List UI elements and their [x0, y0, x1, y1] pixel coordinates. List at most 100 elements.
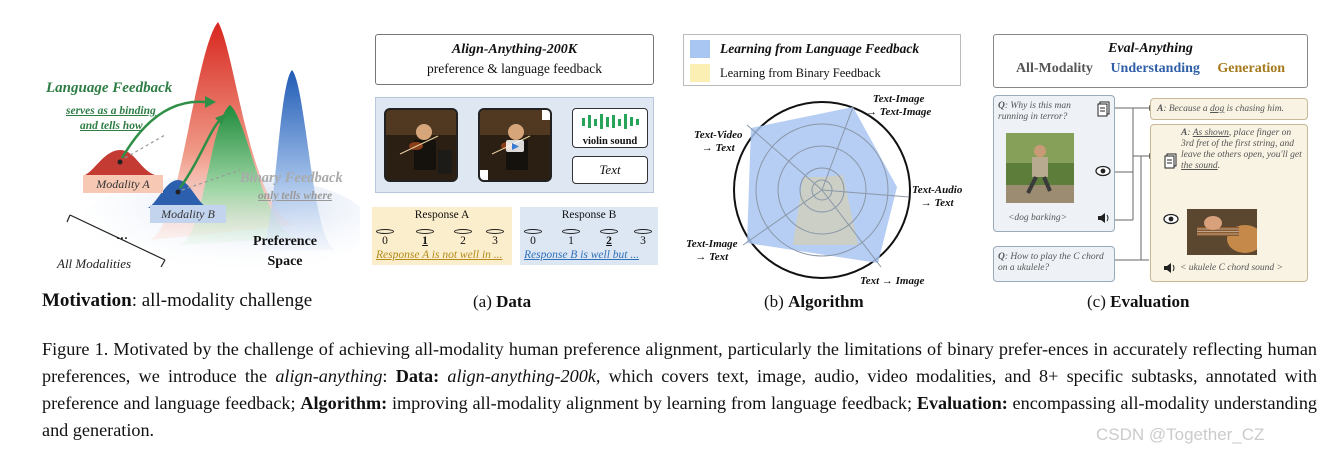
a1-post: is chasing him. — [1224, 104, 1284, 114]
modality-b-tag: Modality B — [150, 205, 226, 223]
scale-3: 3 — [492, 235, 498, 247]
caption-data-label: Data: — [395, 366, 440, 386]
document-icon — [1164, 153, 1177, 169]
legend-language-feedback: Learning from Language Feedback — [720, 41, 920, 56]
dataset-title: Align-Anything-200K — [451, 42, 578, 57]
all-modality-label: All-Modality — [1015, 61, 1093, 76]
pref-line-1: Preference — [253, 234, 317, 249]
response-b-card: Response B 0 1 2 3 Response B is well bu… — [520, 207, 658, 265]
scale-0: 0 — [530, 235, 536, 247]
caption-part: : — [382, 366, 396, 386]
eval-title: Eval-Anything — [1108, 41, 1193, 56]
language-feedback-description: serves as a binding and tells how — [66, 104, 156, 134]
answer-1-card: A: Because a dog is chasing him. — [1150, 98, 1308, 120]
eval-anything-title-box: Eval-Anything All-Modality Understanding… — [993, 34, 1308, 88]
response-a-card: Response A 0 1 2 3 Response A is not wel… — [372, 207, 512, 265]
axis-line: Text-Video — [694, 129, 743, 141]
response-a-text: Response A is not well in ... — [376, 249, 503, 261]
caption-evaluation-label: Evaluation: — [916, 393, 1008, 413]
question-1-card: Q: Why is this man running in terror? <d… — [993, 95, 1115, 232]
data-caption: (a) Data — [473, 292, 531, 312]
answer-1-text: A: Because a dog is chasing him. — [1157, 104, 1284, 115]
scale-1: 1 — [568, 235, 574, 247]
understanding-label: Understanding — [1110, 61, 1200, 76]
ellipsis: ... — [116, 226, 128, 243]
binary-feedback-description: only tells where — [258, 190, 333, 202]
violinist-image — [386, 110, 456, 180]
caption-part: , which covers text, image, audio, video… — [42, 366, 1318, 413]
algorithm-caption-bold: Algorithm — [788, 292, 864, 311]
axis-line: Text-Image — [686, 238, 738, 250]
response-b-header: Response B — [561, 209, 617, 221]
radar-ring — [799, 167, 845, 213]
data-caption-prefix: (a) — [473, 292, 497, 311]
radar-axis — [821, 106, 854, 191]
motivation-caption-rest: : all-modality challenge — [131, 290, 313, 311]
caption-part: encompassing all-modality understanding … — [42, 393, 1318, 440]
axis-label-text-audio-to-text: Text-Audio→ Text — [912, 184, 962, 210]
response-a-header: Response A — [414, 209, 470, 221]
eval-categories: All-Modality Understanding Generation — [994, 61, 1307, 77]
audio-waveform-box: violin sound — [572, 108, 648, 148]
axis-line: → Text — [695, 251, 729, 263]
text-modality-box: Text — [572, 156, 648, 184]
caption-dataset-name: align-anything-200k — [447, 366, 596, 386]
scale-marker — [454, 229, 472, 234]
axis-label-text-image-to-text: Text-Image→ Text — [686, 238, 738, 264]
eye-icon — [1163, 213, 1179, 225]
q2-body: : How to play the C chord on a ukulele? — [998, 252, 1104, 273]
figure-caption: Figure 1. Motivated by the challenge of … — [42, 336, 1317, 444]
response-b-text: Response B is well but ... — [524, 249, 639, 261]
axis-line: Text-Audio — [912, 184, 963, 196]
binary-feedback-label: Binary Feedback — [240, 170, 343, 186]
scale-marker — [416, 229, 434, 234]
radar-binary-feedback-area — [793, 175, 858, 245]
radar-chart — [733, 101, 911, 279]
scale-marker — [376, 229, 394, 234]
ukulele-image — [1187, 209, 1257, 255]
legend-binary-feedback: Learning from Binary Feedback — [720, 66, 881, 80]
algorithm-caption: (b) Algorithm — [764, 292, 864, 312]
dataset-subtitle: preference & language feedback — [426, 61, 602, 76]
binary-feedback-arrow-1 — [124, 134, 166, 159]
ukulele-audio-label: < ukulele C chord sound > — [1180, 263, 1283, 273]
a1-pre: : Because a — [1163, 104, 1211, 114]
legend-swatch-binary — [690, 64, 710, 82]
a1-label: A — [1157, 104, 1164, 114]
a2-pre: : — [1187, 128, 1193, 138]
question-1-text: Q: Why is this man running in terror? — [998, 101, 1094, 123]
a2-shown: As shown — [1192, 128, 1229, 138]
q2-label: Q — [998, 252, 1005, 262]
violin-image-thumbnail — [384, 108, 458, 182]
a2-end: . — [1217, 161, 1221, 171]
violinist-video-frame — [480, 110, 550, 180]
algorithm-caption-prefix: (b) — [764, 292, 789, 311]
language-feedback-label: Language Feedback — [46, 80, 173, 96]
preference-space-label: Preference Space — [250, 232, 320, 272]
bracket-tick — [66, 214, 71, 223]
caption-align-anything: align-anything — [275, 366, 383, 386]
q1-label: Q — [998, 101, 1005, 111]
evaluation-caption-bold: Evaluation — [1110, 292, 1190, 311]
modality-examples-box: violin sound Text — [375, 97, 654, 193]
radar-axis — [821, 189, 910, 198]
scale-marker — [562, 229, 580, 234]
scale-marker — [634, 229, 652, 234]
lf-sub-line-1: serves as a binding — [66, 105, 156, 117]
pref-line-2: Space — [267, 254, 303, 269]
axis-line: → Text — [920, 197, 954, 209]
binary-feedback-arrow-2 — [181, 169, 241, 191]
scale-2: 2 — [460, 235, 466, 247]
lf-sub-line-2: and tells how — [80, 120, 143, 132]
eval-connector-lines — [1115, 105, 1154, 261]
arrowhead — [215, 114, 225, 125]
q1-body: : Why is this man running in terror? — [998, 101, 1071, 122]
document-icon — [1097, 101, 1110, 117]
a1-dog: dog — [1210, 104, 1225, 114]
dog-barking-audio: <dog barking> — [1008, 213, 1067, 223]
dataset-title-box: Align-Anything-200K preference & languag… — [375, 34, 654, 85]
a2-label: A — [1181, 128, 1188, 138]
radar-axis — [821, 189, 882, 268]
all-modalities-label: All Modalities — [57, 256, 132, 271]
generation-label: Generation — [1217, 61, 1286, 76]
